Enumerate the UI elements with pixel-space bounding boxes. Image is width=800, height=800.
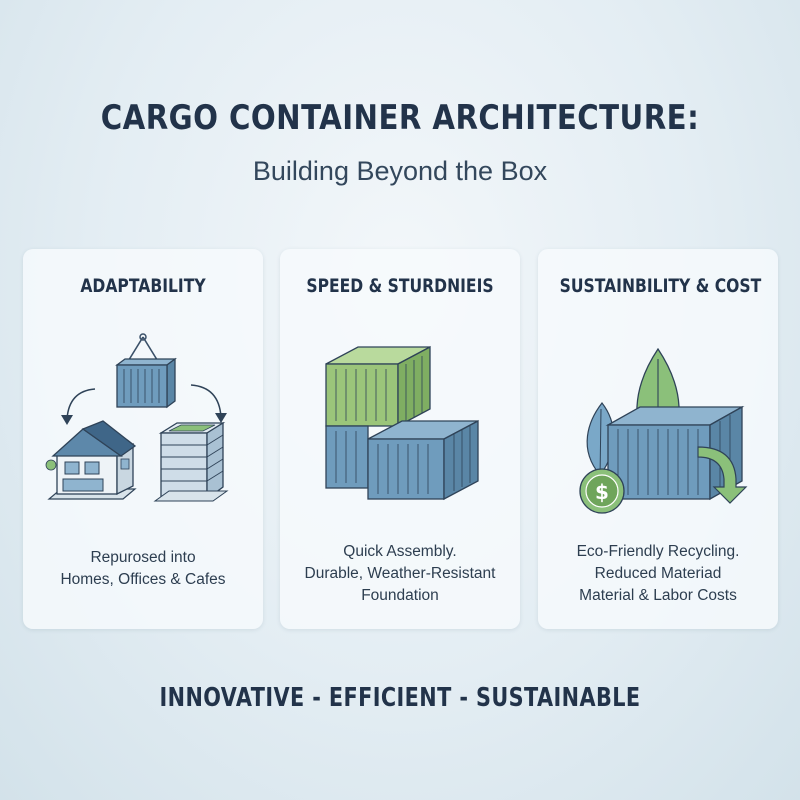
dollar-coin-icon: $ [579,468,625,514]
card-adaptability: ADAPTABILITY [23,249,263,629]
house-icon [45,420,137,500]
card-description-line: Eco-Friendly Recycling. [576,543,740,560]
speed-illustration [325,345,479,501]
card-sustainability: SUSTAINBILITY & COST [538,249,778,629]
card-description-line: Reduced Materiad [594,565,722,582]
card-description: Eco-Friendly Recycling. Reduced Materiad… [548,541,768,607]
card-description-line: Homes, Offices & Cafes [60,571,226,588]
card-description-line: Durable, Weather-Resistant [304,565,496,582]
office-building-icon [153,421,229,502]
card-description-line: Quick Assembly. [343,543,457,560]
adaptability-illustration [45,333,229,502]
tagline: INNOVATIVE - EFFICIENT - SUSTAINABLE [159,683,641,713]
svg-text:$: $ [595,480,609,504]
card-description-line: Repurosed into [90,549,196,566]
hanging-container-icon [115,333,177,409]
card-description-line: Material & Labor Costs [579,587,737,604]
container-icon [605,405,745,501]
page-title: CARGO CONTAINER ARCHITECTURE: [100,98,700,138]
down-arrow-icon [697,446,748,504]
stacked-containers-icon [325,345,479,501]
curved-arrow-icon [61,384,227,425]
page-subtitle: Building Beyond the Box [252,156,548,186]
card-description: Repurosed into Homes, Offices & Cafes [33,547,253,591]
card-description: Quick Assembly. Durable, Weather-Resista… [290,541,510,607]
card-description-line: Foundation [361,587,439,604]
card-speed: SPEED & STURDNIEIS [280,249,520,629]
card-title: SUSTAINBILITY & COST [559,275,762,297]
card-title: SPEED & STURDNIEIS [306,275,494,297]
sustainability-illustration: $ [579,347,748,514]
card-title: ADAPTABILITY [80,275,206,297]
